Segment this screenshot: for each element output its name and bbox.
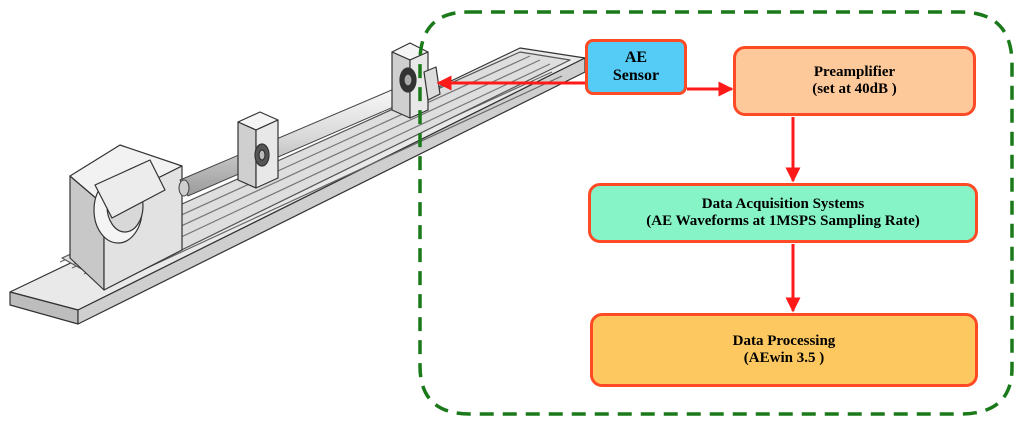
data-acquisition-box: Data Acquisition Systems (AE Waveforms a… (588, 183, 978, 243)
middle-bearing-block (237, 111, 279, 189)
ae-sensor-line2: Sensor (612, 67, 660, 84)
data-acquisition-detail: (AE Waveforms at 1MSPS Sampling Rate) (646, 213, 920, 229)
data-processing-box: Data Processing (AEwin 3.5 ) (590, 313, 978, 387)
system-boundary (418, 10, 1014, 416)
preamplifier-title: Preamplifier (813, 63, 896, 80)
preamplifier-setting: (set at 40dB ) (812, 81, 897, 97)
flow-arrows (436, 75, 801, 313)
motor-bracket (69, 144, 183, 291)
end-bearing-block (391, 42, 441, 119)
data-processing-title: Data Processing (732, 332, 836, 349)
ae-sensor-box: AE Sensor (585, 39, 687, 95)
preamplifier-box: Preamplifier (set at 40dB ) (733, 46, 976, 116)
data-acquisition-title: Data Acquisition Systems (701, 195, 865, 212)
ae-sensor-line1: AE (624, 48, 648, 66)
data-processing-software: (AEwin 3.5 ) (743, 350, 825, 366)
